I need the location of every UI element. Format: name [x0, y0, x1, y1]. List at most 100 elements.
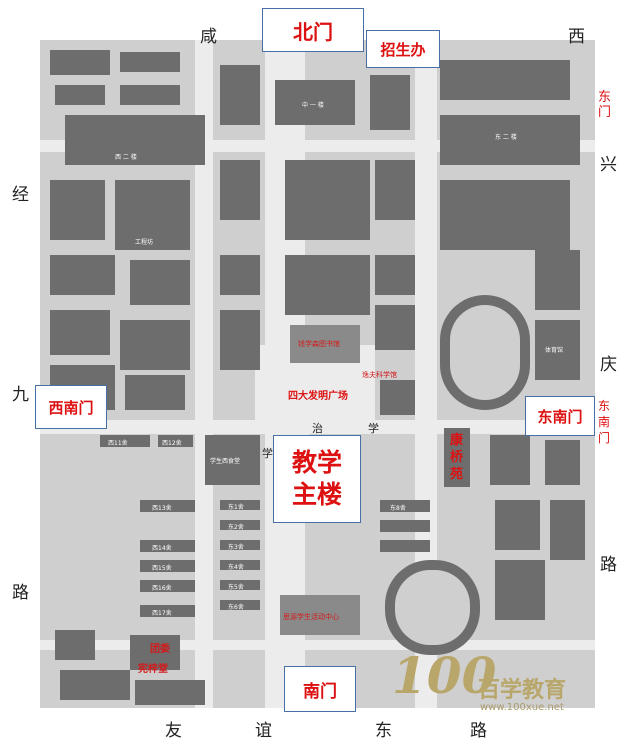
teaching-building-callout[interactable]: 教学主楼	[273, 435, 361, 523]
plaza-label: 四大发明广场	[288, 391, 348, 402]
dorm-west-15	[140, 560, 195, 572]
street-west-2: 九	[12, 385, 29, 405]
gym-building	[535, 320, 580, 380]
dorm-west-17-label: 西17舍	[152, 610, 172, 617]
building	[380, 540, 430, 552]
dorm-dong-3	[220, 540, 260, 550]
street-south-3: 东	[375, 721, 392, 741]
engineering-building	[115, 180, 190, 250]
building	[375, 305, 415, 350]
building	[495, 560, 545, 620]
student-center-label: 思源学生活动中心	[283, 613, 339, 621]
building	[50, 255, 115, 295]
street-south-2: 谊	[255, 721, 272, 741]
building	[55, 85, 105, 105]
south-road	[40, 640, 595, 650]
southeast-gate-callout[interactable]: 东南门	[525, 396, 595, 436]
building	[130, 635, 180, 670]
xi-er-lou-label: 西 二 楼	[115, 154, 137, 161]
main-complex-north	[285, 160, 370, 240]
road-label-west: 学	[262, 447, 273, 460]
kangqiao-label: 康桥苑	[444, 428, 470, 487]
building	[370, 75, 410, 130]
library-building	[290, 325, 360, 363]
dorm-east-8	[380, 500, 430, 512]
student-center-building	[280, 595, 360, 635]
dong-er-lou-label: 东 二 楼	[495, 134, 517, 141]
xianzi-hall-label: 宪梓堂	[138, 664, 168, 675]
south-stadium-field	[395, 570, 470, 645]
building	[120, 52, 180, 72]
watermark-number: 100	[392, 646, 497, 705]
admissions-callout[interactable]: 招生办	[366, 30, 440, 68]
building	[135, 680, 205, 705]
building	[490, 435, 530, 485]
watermark-url: www.100xue.net	[480, 702, 564, 713]
dorm-west-12-label: 西12舍	[162, 440, 182, 447]
xi-er-lou-building	[65, 115, 205, 165]
watermark-brand: 百学教育	[478, 677, 567, 703]
road-label-east: 学	[368, 422, 379, 435]
zhong-yi-lou-building	[275, 80, 355, 125]
dorm-east-8-label: 东8舍	[390, 505, 406, 512]
dorm-dong-2-label: 东2舍	[228, 524, 244, 531]
dorm-west-15-label: 西15舍	[152, 565, 172, 572]
dorm-dong-2	[220, 520, 260, 530]
dorm-west-13-label: 西13舍	[152, 505, 172, 512]
building	[120, 85, 180, 105]
dorm-dong-1-label: 东1舍	[228, 504, 244, 511]
dorm-west-14-label: 西14舍	[152, 545, 172, 552]
road-label-center: 治	[312, 422, 323, 435]
street-west-3: 路	[12, 583, 29, 603]
building	[550, 500, 585, 560]
southeast-gate-side-label: 东南门	[598, 399, 611, 445]
building	[220, 160, 260, 220]
dong-er-lou-building	[440, 115, 580, 165]
street-south-4: 路	[470, 721, 487, 741]
student-canteen-label: 学生西食堂	[210, 458, 241, 465]
street-west-1: 经	[12, 185, 29, 205]
southwest-gate-callout[interactable]: 西南门	[35, 385, 107, 429]
building	[50, 310, 110, 355]
center-road-label-strip	[305, 434, 309, 435]
dorm-dong-4	[220, 560, 260, 570]
street-east-2: 庆	[600, 355, 617, 375]
building	[120, 320, 190, 370]
building	[125, 375, 185, 410]
building	[50, 180, 105, 240]
dorm-west-13	[140, 500, 195, 512]
dorm-west-16	[140, 580, 195, 592]
street-north-1: 咸	[200, 27, 217, 47]
east-gate-side-label: 东门	[598, 90, 612, 120]
south-gate-callout[interactable]: 南门	[284, 666, 356, 712]
dorm-west-12	[158, 435, 193, 447]
student-canteen	[205, 435, 260, 485]
tuanwei-label: 团委	[150, 644, 170, 655]
building	[55, 630, 95, 660]
gym-label: 体育馆	[545, 347, 564, 354]
dorm-west-14	[140, 540, 195, 552]
building	[220, 65, 260, 125]
dorm-dong-6	[220, 600, 260, 610]
north-gate-callout[interactable]: 北门	[262, 8, 364, 52]
building	[440, 180, 570, 250]
dorm-dong-1	[220, 500, 260, 510]
building	[545, 440, 580, 485]
west-avenue	[195, 40, 213, 708]
dorm-west-17	[140, 605, 195, 617]
building	[130, 260, 190, 305]
dorm-west-11-label: 西11舍	[108, 440, 128, 447]
library-label: 钱学森图书馆	[298, 340, 340, 348]
dorm-dong-5	[220, 580, 260, 590]
dorm-dong-4-label: 东4舍	[228, 564, 244, 571]
building	[375, 255, 415, 295]
engineering-label: 工程坊	[135, 239, 154, 246]
campus-map: 西 二 楼 中 一 楼 东 二 楼 钱学森图书馆 逸夫科学馆 四大发明广场 工程…	[40, 40, 595, 708]
dorm-west-11	[100, 435, 150, 447]
dorm-west-16-label: 西16舍	[152, 585, 172, 592]
building	[380, 380, 415, 415]
building	[220, 310, 260, 370]
street-south-1: 友	[165, 721, 182, 741]
building	[440, 60, 570, 100]
main-complex-south	[285, 255, 370, 315]
